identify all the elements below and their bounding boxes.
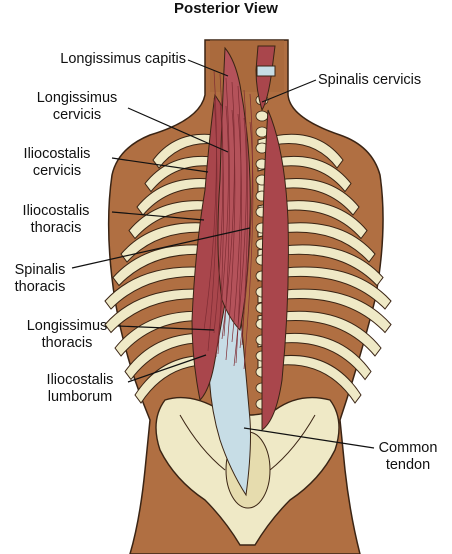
- label-text: Spinalis cervicis: [318, 72, 422, 88]
- spinalis-cervicis-tendon: [256, 65, 276, 77]
- label-longissimus-capitis: Longissimus capitis: [20, 51, 186, 68]
- muscle-fibers: [203, 69, 254, 370]
- label-spinalis-cervicis: Spinalis cervicis: [318, 72, 421, 89]
- label-text: Longissimus capitis: [60, 51, 186, 67]
- rib: [257, 288, 392, 334]
- label-text-line2: thoracis: [14, 279, 66, 295]
- muscle-fiber: [225, 109, 236, 361]
- label-common-tendon: Common tendon: [372, 440, 444, 474]
- rib: [257, 133, 344, 169]
- vertebra: [255, 110, 269, 122]
- label-iliocostalis-cervicis: Iliocostalis cervicis: [2, 146, 112, 180]
- label-text-line2: lumborum: [47, 389, 113, 405]
- label-longissimus-cervicis: Longissimus cervicis: [22, 90, 132, 124]
- leader-common-tendon: [243, 427, 375, 449]
- rib: [257, 244, 384, 287]
- muscle-fiber: [221, 81, 235, 340]
- label-text-line1: Spinalis: [14, 262, 66, 278]
- label-text-line1: Iliocostalis: [23, 146, 91, 162]
- label-longissimus-thoracis: Longissimus thoracis: [14, 318, 120, 352]
- muscle-fiber: [239, 93, 253, 349]
- muscle-fiber: [215, 105, 229, 358]
- muscle-fiber: [231, 85, 242, 343]
- leader-longissimus-cervicis: [127, 107, 229, 153]
- muscle-fiber: [213, 73, 224, 334]
- leader-longissimus-thoracis: [117, 325, 215, 331]
- leader-iliocostalis-thoracis: [111, 211, 205, 221]
- label-text-line2: cervicis: [52, 107, 102, 123]
- pelvis-inner-left: [179, 414, 226, 471]
- label-text-line2: thoracis: [41, 335, 93, 351]
- label-text-line2: cervicis: [32, 163, 82, 179]
- leader-spinalis-thoracis: [71, 227, 251, 269]
- label-iliocostalis-lumborum: Iliocostalis lumborum: [28, 372, 132, 406]
- muscle-fiber: [243, 121, 254, 370]
- leader-iliocostalis-lumborum: [127, 354, 207, 383]
- muscle-fiber: [207, 97, 218, 352]
- right-erector-muscle: [261, 109, 289, 431]
- label-spinalis-thoracis: Spinalis thoracis: [0, 262, 80, 296]
- label-text-line2: thoracis: [30, 220, 82, 236]
- figure-title: Posterior View: [174, 0, 278, 17]
- muscle-fiber: [233, 117, 247, 367]
- rib: [257, 266, 392, 310]
- pelvis-inner-right: [269, 414, 316, 471]
- leader-spinalis-cervicis: [261, 79, 317, 103]
- leader-iliocostalis-cervicis: [111, 157, 209, 173]
- leader-lines: [71, 59, 375, 449]
- label-text-line1: Common: [378, 440, 438, 456]
- label-text-line2: tendon: [385, 457, 431, 473]
- rib: [257, 222, 376, 263]
- muscle-fiber: [203, 69, 217, 331]
- label-text-line1: Longissimus: [36, 90, 118, 106]
- label-text-line1: Iliocostalis: [22, 203, 90, 219]
- label-iliocostalis-thoracis: Iliocostalis thoracis: [0, 203, 112, 237]
- label-text-line1: Iliocostalis: [46, 372, 114, 388]
- leader-longissimus-capitis: [187, 59, 229, 77]
- label-text-line1: Longissimus: [26, 318, 108, 334]
